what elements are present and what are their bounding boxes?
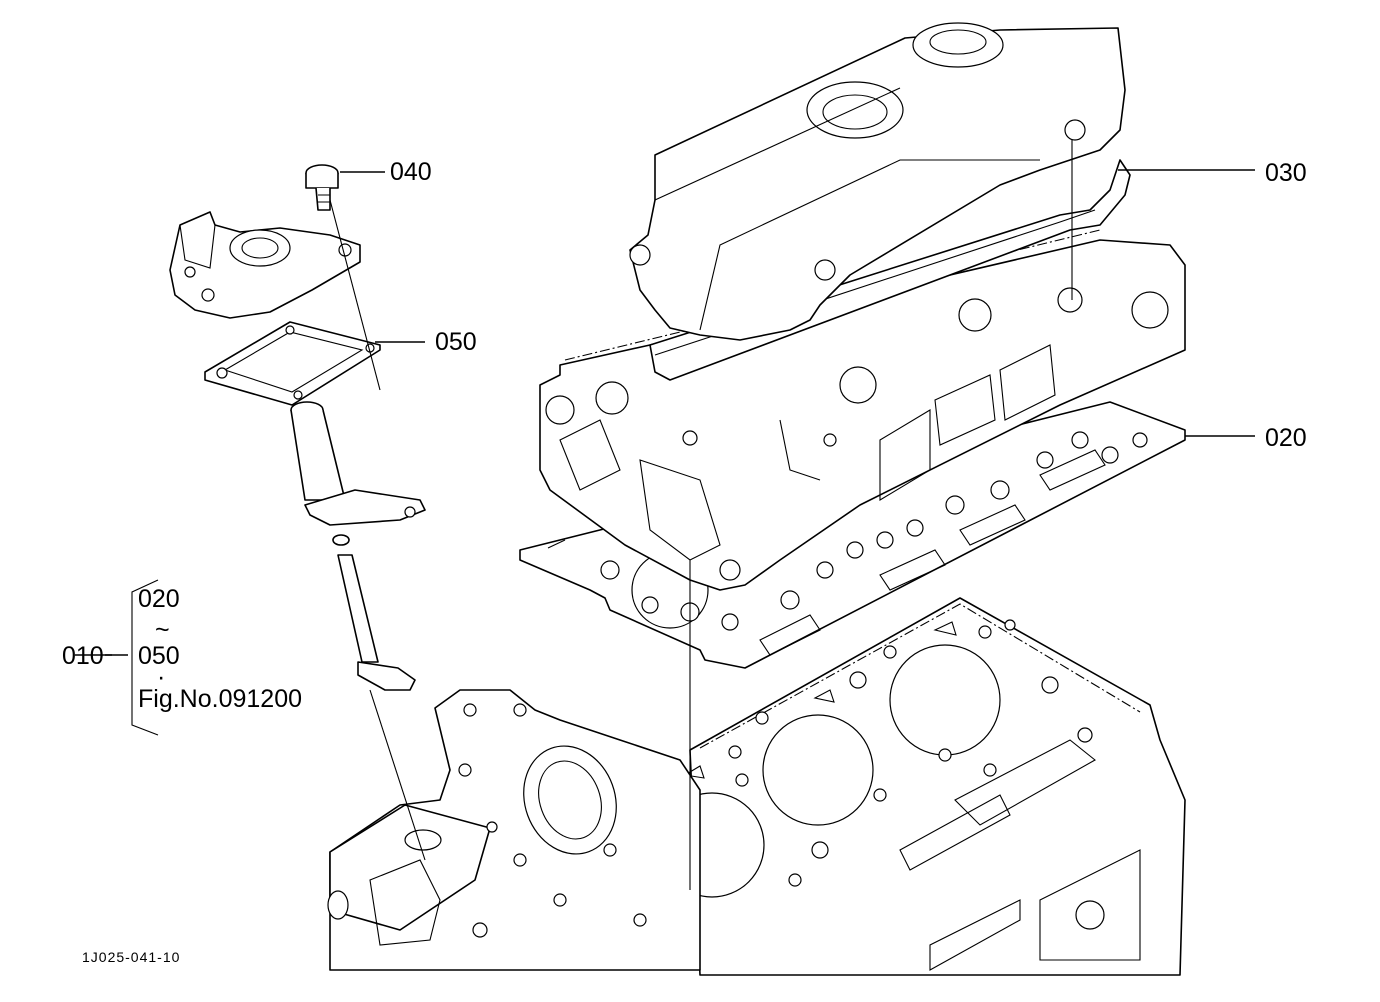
- head-cover: [629, 22, 1126, 341]
- range-start-label: 020: [138, 585, 180, 613]
- label-050: 050: [435, 328, 477, 356]
- cylinder-head-gasket: [519, 401, 1186, 669]
- range-dot: ·: [157, 663, 165, 691]
- thermostat-gasket: [204, 321, 381, 406]
- range-bracket: [131, 579, 159, 736]
- label-020: 020: [1265, 424, 1307, 452]
- range-tilde: ~: [155, 616, 170, 644]
- gear-case-housing: [327, 689, 701, 971]
- label-030: 030: [1265, 159, 1307, 187]
- thermostat-valve: [290, 401, 426, 691]
- label-040: 040: [390, 158, 432, 186]
- label-010: 010: [62, 642, 104, 670]
- thermostat-cover: [169, 211, 361, 319]
- fig-reference: Fig.No.091200: [138, 685, 302, 713]
- cylinder-head: [539, 229, 1186, 591]
- thermostat-bolt: [305, 164, 339, 211]
- range-end-label: 050: [138, 642, 180, 670]
- drawing-code: 1J025-041-10: [82, 949, 180, 965]
- leader-lines: [75, 140, 1255, 890]
